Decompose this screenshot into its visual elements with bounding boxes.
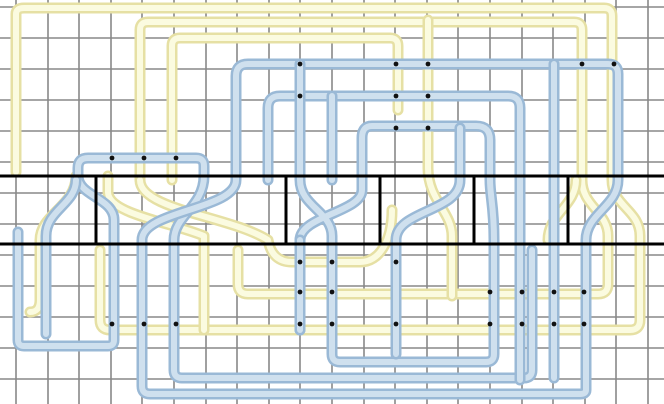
via-dot — [611, 61, 617, 67]
via-dot — [329, 321, 335, 327]
via-dot — [141, 321, 147, 327]
via-dot — [141, 155, 147, 161]
via-dot — [173, 155, 179, 161]
via-dot — [393, 125, 399, 131]
blue-wire-3-core — [139, 61, 621, 397]
yellow-wire-4-core — [105, 173, 207, 333]
via-dot — [173, 321, 179, 327]
via-dot — [109, 155, 115, 161]
via-dot — [393, 259, 399, 265]
via-dot — [297, 259, 303, 265]
via-dot — [329, 259, 335, 265]
via-dot — [581, 321, 587, 327]
via-dot — [487, 321, 493, 327]
via-dot — [297, 289, 303, 295]
via-dot — [581, 289, 587, 295]
via-dot — [109, 321, 115, 327]
via-dot — [425, 61, 431, 67]
blue-wire-2-core — [43, 177, 79, 337]
yellow-wire-3 — [166, 32, 404, 186]
via-dot — [551, 321, 557, 327]
yellow-wire-2-core — [137, 19, 611, 297]
via-dot — [519, 321, 525, 327]
via-dot — [393, 93, 399, 99]
yellow-wire-5-core — [137, 177, 395, 265]
via-dot — [551, 289, 557, 295]
via-dot — [297, 61, 303, 67]
blue-wire-8 — [390, 122, 466, 360]
via-dot — [487, 289, 493, 295]
yellow-wire-3-core — [169, 35, 401, 183]
blue-wire-3 — [136, 58, 624, 400]
wires-blue — [12, 58, 624, 400]
blue-wire-1-core — [15, 155, 535, 381]
via-dot — [425, 125, 431, 131]
crossover-band — [0, 174, 664, 246]
via-dot — [329, 289, 335, 295]
via-dot — [297, 93, 303, 99]
via-dot — [393, 61, 399, 67]
via-dot — [519, 289, 525, 295]
yellow-wire-5 — [134, 174, 398, 268]
via-dots — [109, 61, 617, 327]
blue-wire-5-core — [297, 61, 497, 365]
via-dot — [425, 93, 431, 99]
blue-wire-5 — [294, 58, 500, 368]
yellow-wire-2 — [134, 16, 614, 300]
via-dot — [393, 321, 399, 327]
blue-wire-8-core — [393, 125, 463, 357]
blue-wire-2 — [40, 174, 82, 340]
via-dot — [579, 61, 585, 67]
via-dot — [297, 321, 303, 327]
yellow-wire-4 — [102, 170, 210, 336]
blue-wire-1 — [12, 152, 538, 384]
